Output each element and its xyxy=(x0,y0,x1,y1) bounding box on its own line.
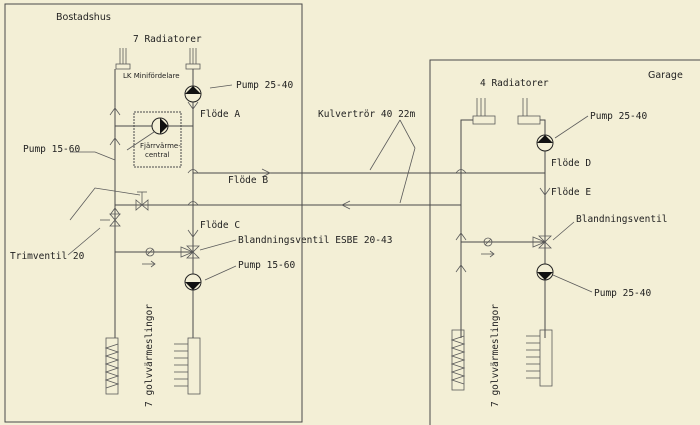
underfloor-coils-left-icon xyxy=(104,337,201,395)
golvvarme-right-label: 7 golvvärmeslingor xyxy=(490,304,501,407)
pump-top-label: Pump 25-40 xyxy=(236,80,293,91)
garage-pump-top-label: Pump 25-40 xyxy=(590,111,647,122)
flode-d-label: Flöde D xyxy=(551,158,591,169)
pump-25-40-icon xyxy=(184,85,202,103)
garage-radiators-label: 4 Radiatorer xyxy=(480,78,549,89)
garage-outline xyxy=(429,59,700,425)
garage-pump-bottom-icon xyxy=(536,263,554,281)
garage-title: Garage xyxy=(648,70,683,81)
kulvert-label: Kulvertrör 40 22m xyxy=(318,109,416,120)
minifordelare-label: LK Minifördelare xyxy=(123,72,180,80)
garage-pump-top-icon xyxy=(536,134,554,152)
radiator-manifold-icon xyxy=(115,48,201,70)
garage-radiator-icon xyxy=(472,98,541,125)
pump-15-60-icon xyxy=(151,117,169,135)
garage-blandningsventil-label: Blandningsventil xyxy=(576,214,668,225)
garage-pump-bottom-label: Pump 25-40 xyxy=(594,288,651,299)
golvvarme-left-label: 7 golvvärmeslingor xyxy=(144,304,155,407)
garage-thermometer-icon xyxy=(483,237,493,247)
underfloor-coils-right-icon xyxy=(450,329,553,391)
trimventil-label: Trimventil 20 xyxy=(10,251,85,262)
flode-e-label: Flöde E xyxy=(551,187,591,198)
garage-mixing-valve-icon xyxy=(532,235,552,249)
blandningsventil-label: Blandningsventil ESBE 20-43 xyxy=(238,235,392,246)
garage-pipe-right xyxy=(540,119,546,338)
bostadshus-outline xyxy=(4,3,303,423)
bostadshus-title: Bostadshus xyxy=(56,12,111,23)
pump-bottom-icon xyxy=(184,273,202,291)
fjarrvarme-label-2: central xyxy=(145,151,170,159)
balance-valve-icon xyxy=(135,191,149,211)
bostadshus-radiators-label: 7 Radiatorer xyxy=(133,34,202,45)
fjarrvarme-label-1: Fjärrvärme- xyxy=(140,142,181,150)
mixing-valve-icon xyxy=(180,245,200,259)
flode-c-label: Flöde C xyxy=(200,220,240,231)
trimventil-icon xyxy=(100,213,121,227)
flode-a-label: Flöde A xyxy=(200,109,240,120)
pump-left-label: Pump 15-60 xyxy=(23,144,80,155)
flode-b-label: Flöde B xyxy=(228,175,268,186)
thermometer-icon xyxy=(145,247,155,257)
pump-bottom-label: Pump 15-60 xyxy=(238,260,295,271)
garage-pipe-left xyxy=(460,119,473,338)
